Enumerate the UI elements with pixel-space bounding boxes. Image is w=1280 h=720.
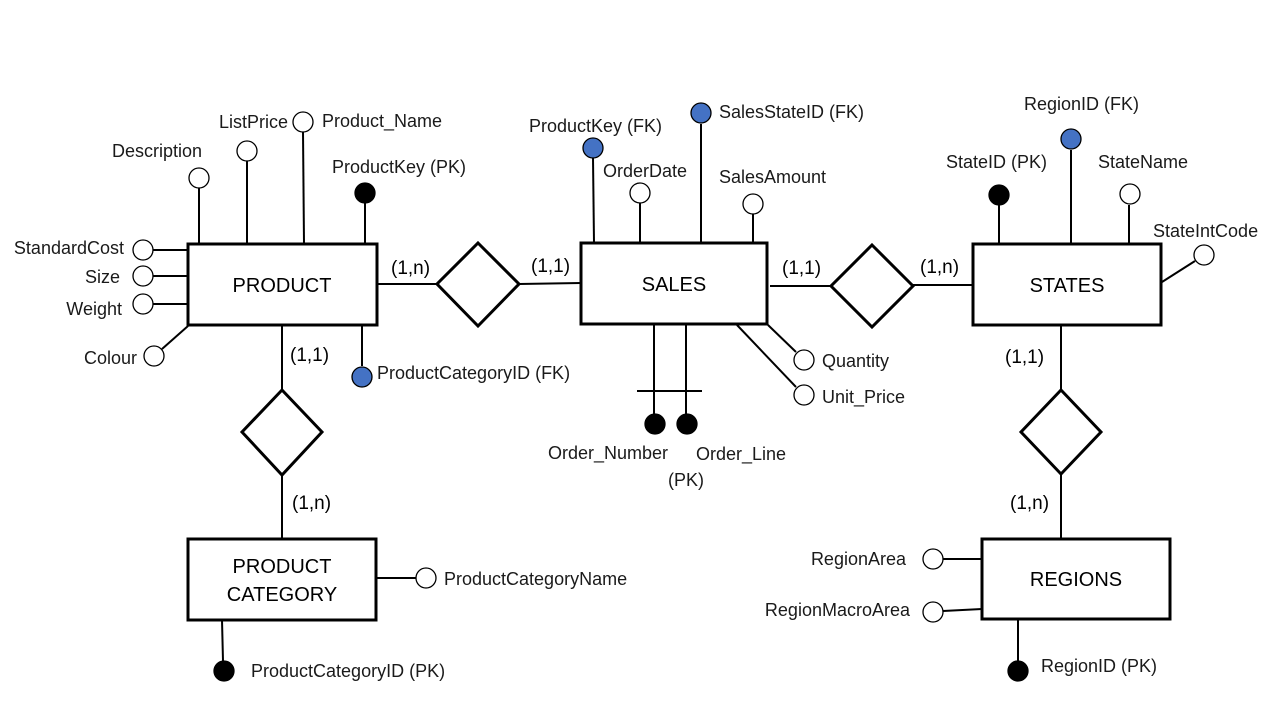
attribute-circle-quantity [793, 349, 815, 371]
attribute-label-unit-price: Unit_Price [822, 387, 905, 408]
attribute-circle-description [188, 167, 210, 189]
attribute-label-description: Description [112, 141, 202, 161]
pk-circle-productkey [354, 182, 376, 204]
cardinality-product-category-product-side: (1,1) [290, 345, 329, 366]
relationship-product-category[interactable] [239, 387, 325, 478]
attribute-circle-weight [132, 293, 154, 315]
relationship-sales-states[interactable] [828, 242, 916, 330]
entity-states-label: STATES [1030, 275, 1105, 297]
relationship-states-regions[interactable] [1018, 387, 1104, 477]
entity-states[interactable]: STATES [971, 242, 1163, 327]
attribute-label-productcategoryid-pk: ProductCategoryID (PK) [251, 661, 445, 681]
attribute-circle-regionarea [922, 548, 944, 570]
connector-rel-sales [518, 282, 582, 285]
connector-regionmacroarea [942, 608, 983, 612]
entity-product-category-label-line1: PRODUCT [233, 556, 332, 578]
entity-product[interactable]: PRODUCT [186, 242, 379, 327]
pk-circle-stateid [988, 184, 1010, 206]
cardinality-product-category-category-side: (1,n) [292, 493, 331, 514]
attribute-circle-orderdate [629, 182, 651, 204]
cardinality-product-sales-sales-side: (1,1) [531, 256, 570, 277]
cardinality-states-regions-regions-side: (1,n) [1010, 493, 1049, 514]
connector-colour [161, 325, 189, 350]
cardinality-sales-states-sales-side: (1,1) [782, 258, 821, 279]
attribute-label-salesamount: SalesAmount [719, 167, 826, 187]
attribute-label-productcategoryname: ProductCategoryName [444, 569, 627, 589]
attribute-circle-statename [1119, 183, 1141, 205]
attribute-circle-salesamount [742, 193, 764, 215]
attribute-label-standardcost: StandardCost [14, 238, 124, 258]
entity-regions-label: REGIONS [1030, 569, 1122, 591]
attribute-label-orderdate: OrderDate [603, 161, 687, 181]
pk-circle-order-number [644, 413, 666, 435]
attribute-label-order-number: Order_Number [548, 443, 668, 464]
attribute-label-product-name: Product_Name [322, 111, 442, 132]
entity-product-category-label-line2: CATEGORY [227, 584, 337, 606]
fk-circle-sales-productkey [582, 137, 604, 159]
connector-sales-productkey-fk [592, 157, 595, 244]
attribute-label-regionmacroarea: RegionMacroArea [765, 600, 911, 620]
cardinality-sales-states-states-side: (1,n) [920, 257, 959, 278]
entity-product-label: PRODUCT [233, 275, 332, 297]
attribute-label-regionid-pk: RegionID (PK) [1041, 656, 1157, 676]
entity-product-category[interactable]: PRODUCT CATEGORY [186, 537, 378, 622]
entity-sales-label: SALES [642, 274, 706, 296]
cardinality-states-regions-states-side: (1,1) [1005, 347, 1044, 368]
attribute-label-productkey-pk: ProductKey (PK) [332, 157, 466, 177]
pk-circle-productcategoryid [213, 660, 235, 682]
attribute-label-productcategoryid-fk: ProductCategoryID (FK) [377, 363, 570, 383]
attribute-circle-size [132, 265, 154, 287]
attribute-label-order-line: Order_Line [696, 444, 786, 465]
attribute-label-regionid-fk: RegionID (FK) [1024, 94, 1139, 114]
attribute-label-stateintcode: StateIntCode [1153, 221, 1258, 241]
attribute-label-sales-productkey-fk: ProductKey (FK) [529, 116, 662, 136]
attribute-circle-stateintcode [1193, 244, 1215, 266]
attribute-label-colour: Colour [84, 348, 137, 368]
entity-sales[interactable]: SALES [579, 241, 769, 326]
attribute-label-statename: StateName [1098, 152, 1188, 172]
fk-circle-salesstateid [690, 102, 712, 124]
connector-product-name [302, 131, 305, 245]
connector-quantity [767, 324, 797, 353]
attribute-label-stateid-pk: StateID (PK) [946, 152, 1047, 172]
fk-circle-regionid [1060, 128, 1082, 150]
attribute-label-size: Size [85, 267, 120, 287]
cardinality-product-sales-product-side: (1,n) [391, 258, 430, 279]
connector-unit-price [736, 324, 797, 388]
attribute-label-regionarea: RegionArea [811, 549, 907, 569]
attribute-circle-product-name [292, 111, 314, 133]
attribute-circle-standardcost [132, 239, 154, 261]
attribute-circle-productcategoryname [415, 567, 437, 589]
attribute-label-composite-pk: (PK) [668, 470, 704, 490]
connector-productcategoryid-pk [221, 619, 224, 662]
relationship-product-sales[interactable] [434, 240, 522, 329]
attribute-circle-unit-price [793, 384, 815, 406]
attribute-label-weight: Weight [66, 299, 122, 319]
pk-circle-regionid [1007, 660, 1029, 682]
attribute-circle-listprice [236, 140, 258, 162]
attribute-circle-colour [143, 345, 165, 367]
pk-circle-order-line [676, 413, 698, 435]
attribute-label-quantity: Quantity [822, 351, 889, 371]
attribute-circle-regionmacroarea [922, 601, 944, 623]
entity-regions[interactable]: REGIONS [980, 537, 1172, 621]
fk-circle-productcategoryid [351, 366, 373, 388]
attribute-label-listprice: ListPrice [219, 112, 288, 132]
attribute-label-salesstateid-fk: SalesStateID (FK) [719, 102, 864, 122]
connector-stateintcode [1161, 260, 1196, 283]
